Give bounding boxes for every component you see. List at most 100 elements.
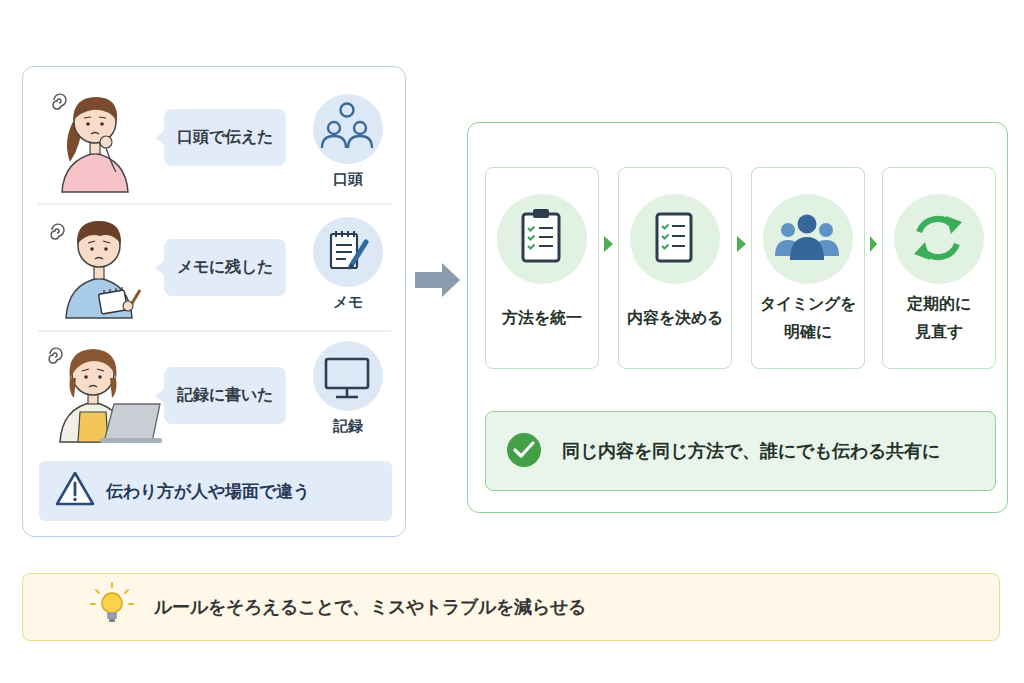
check-icon-part (515, 443, 533, 456)
refresh-icon-part (923, 244, 957, 257)
row-separator-part (38, 203, 391, 204)
step-icon-circle (630, 194, 720, 284)
row-separator-part (38, 330, 391, 331)
people-outline-icon-part (354, 122, 366, 134)
team-icon-part (790, 237, 824, 260)
step-icon-circle (497, 194, 587, 284)
clipboard-icon-part (539, 228, 553, 246)
step-box: 内容を決める (618, 167, 732, 369)
step-icon-circle (894, 194, 984, 284)
team-icon-part (775, 240, 801, 256)
icon-circle: メモ (308, 217, 388, 317)
warning-icon-part (73, 498, 76, 501)
refresh-icon-part (919, 219, 953, 232)
warning-icon-part (74, 483, 77, 495)
worried-woman-figure-part (84, 117, 106, 118)
clipboard-icon-part (528, 227, 535, 249)
lightbulb-icon-part (102, 593, 122, 613)
speech-bubble-text: 口頭で伝えた (177, 127, 273, 148)
speech-bubble-text: 記録に書いた (177, 385, 273, 406)
worried-worker-figure-part (98, 375, 102, 379)
lightbulb-icon (91, 583, 133, 622)
worried-worker-figure-part (69, 349, 116, 380)
people-outline-icon (322, 104, 372, 149)
speech-bubble: メモに残した (164, 239, 286, 296)
worried-woman-figure-part (100, 122, 104, 126)
memo-icon-part (351, 242, 366, 266)
step-box: 定期的に 見直す (882, 167, 996, 369)
note-band: ルールをそろえることで、ミスやトラブルを減らせる (22, 573, 1000, 641)
check-icon (507, 433, 541, 467)
speech-bubble-text: メモに残した (177, 257, 273, 278)
check-icon-part (507, 433, 541, 467)
step-box-text: 方法を統一 (490, 286, 594, 350)
icon-circle-text: メモ (308, 293, 388, 312)
step-box-text: 内容を決める (623, 286, 727, 350)
speech-bubble: 記録に書いた (164, 367, 286, 424)
worried-worker-figure-part (82, 369, 104, 371)
worried-worker-figure-part (104, 404, 160, 442)
speech-bubble: 口頭で伝えた (164, 109, 286, 166)
icon-circle: 口頭 (308, 94, 388, 194)
step-chevron (737, 236, 746, 252)
icon-circle-fill (313, 94, 383, 164)
step-box-text: タイミングを 明確に (756, 286, 860, 350)
people-outline-icon-part (341, 104, 354, 117)
worried-man-figure-part (90, 247, 94, 251)
result-band-text: 同じ内容を同じ方法で、誰にでも伝わる共有に (562, 439, 940, 463)
icon-circle-fill (313, 341, 383, 411)
step-icon-circle (763, 194, 853, 284)
worried-man-figure-part (104, 247, 108, 251)
worried-worker-figure-part (84, 375, 88, 379)
worried-man-figure-part (88, 241, 110, 243)
icon-circle-text: 口頭 (308, 170, 388, 189)
warning-icon (57, 473, 93, 504)
worried-man-figure-part (98, 290, 127, 314)
team-icon-part (798, 215, 817, 234)
worried-woman-figure (53, 94, 128, 192)
checklist-icon-part (672, 226, 685, 246)
step-chevron (604, 236, 613, 252)
worried-worker-figure-part (89, 386, 97, 388)
icon-circle: 記録 (308, 341, 388, 441)
worried-woman-figure-part (91, 133, 99, 135)
team-icon-part (819, 223, 833, 237)
flow-arrow (415, 263, 460, 297)
people-outline-icon-part (322, 136, 346, 148)
memo-icon-part (331, 234, 357, 268)
worried-man-figure-part (78, 225, 120, 267)
warning-band-text: 伝わり方が人や場面で違う (106, 480, 310, 503)
memo-icon-part (336, 245, 352, 259)
lightbulb-icon-part (109, 619, 115, 622)
worried-woman-figure-part (74, 101, 116, 143)
warning-band: 伝わり方が人や場面で違う (39, 461, 392, 521)
step-box-text: 定期的に 見直す (887, 286, 991, 350)
worried-man-figure-part (104, 287, 122, 294)
worried-woman-figure-part (73, 97, 117, 121)
worried-man-figure-part (94, 264, 104, 279)
worried-worker-figure-part (100, 438, 162, 443)
problem-panel: 口頭で伝えた口頭メモに残したメモ記録に書いた 記録伝わり方が人や場面で違う (22, 66, 406, 537)
worried-man-figure (51, 221, 140, 318)
step-chevron (870, 236, 877, 252)
worried-woman-figure-part (106, 148, 116, 172)
team-icon-part (781, 223, 795, 237)
worried-woman-figure-part (100, 136, 112, 148)
worried-man-figure-part (51, 224, 64, 239)
worried-woman-figure-part (90, 140, 100, 154)
clipboard-icon-part (533, 209, 549, 218)
worried-worker-figure-part (78, 412, 108, 442)
checklist-icon-part (662, 225, 669, 249)
warning-icon-part (57, 473, 93, 504)
worried-man-figure-part (95, 258, 103, 260)
worried-woman-figure-part (53, 94, 66, 109)
worried-worker-figure-part (49, 348, 62, 363)
checklist-icon (657, 214, 691, 261)
row-separator (38, 204, 391, 331)
checklist-icon-part (657, 214, 691, 261)
worried-worker-figure-part (70, 378, 117, 398)
monitor-icon-part (326, 359, 368, 388)
worried-worker-figure (49, 348, 162, 443)
memo-icon-part (349, 264, 354, 270)
